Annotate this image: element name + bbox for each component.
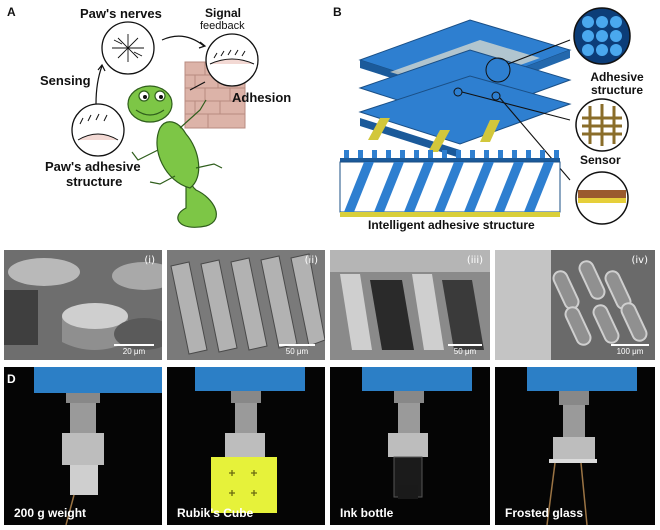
signal-label: Signal [205, 6, 242, 20]
panel-a-illustration [71, 21, 259, 228]
scale-bar-4: 100 μm [611, 344, 649, 356]
adhesive-zoom-circle [573, 7, 631, 65]
scale-label-1: 20 μm [122, 347, 146, 356]
paw-structure-label-1: Paw's adhesive [45, 159, 141, 174]
adhesion-label: Adhesion [232, 90, 292, 105]
adhesive-structure-circle [71, 103, 125, 157]
sensor-zoom-circle [575, 98, 629, 152]
scale-bar-2: 50 μm [279, 344, 315, 356]
scale-label-3: 50 μm [453, 347, 477, 356]
adhesive-structure-label-2: structure [590, 83, 643, 97]
layer-zoom-circle [575, 171, 629, 225]
scale-bar-3: 50 μm [448, 344, 482, 356]
nerves-circle [101, 21, 155, 75]
sem-image-4: (iv) 100 μm [495, 250, 655, 360]
cross-section [339, 150, 561, 217]
sem-image-4-index: (iv) [631, 255, 649, 266]
sensing-label: Sensing [40, 73, 91, 88]
photo-frosted-glass: Frosted glass [495, 367, 655, 525]
sem-image-2-index: (ii) [304, 255, 318, 266]
photo-weight: 200 g weight [4, 367, 162, 525]
cycle-arrows [95, 35, 207, 105]
sem-image-3-index: (iii) [466, 255, 483, 266]
layered-device [358, 19, 572, 158]
sem-image-2: (ii) 50 μm [167, 250, 325, 360]
paw-structure-label-2: structure [66, 174, 123, 189]
caption-ink-bottle: Ink bottle [340, 506, 394, 520]
photo-rubiks-cube: Rubik's Cube [167, 367, 325, 525]
caption-rubiks-cube: Rubik's Cube [177, 506, 254, 520]
caption-weight: 200 g weight [14, 506, 87, 520]
sem-image-1: (i) 20 μm [4, 250, 162, 360]
sem-image-3: (iii) 50 μm [330, 250, 490, 360]
scale-label-2: 50 μm [285, 347, 309, 356]
panel-b-illustration [339, 7, 631, 225]
adhesive-structure-label-1: Adhesive [590, 70, 644, 84]
scale-bar-1: 20 μm [114, 344, 154, 356]
sem-image-1-index: (i) [144, 255, 155, 266]
intelligent-structure-label: Intelligent adhesive structure [368, 218, 535, 232]
gecko-illustration [127, 85, 223, 228]
sensor-label: Sensor [580, 153, 621, 167]
nerves-label: Paw's nerves [80, 6, 162, 21]
scale-label-4: 100 μm [616, 347, 644, 356]
caption-frosted-glass: Frosted glass [505, 506, 584, 520]
photo-ink-bottle: Ink bottle [330, 367, 490, 525]
panel-b-letter: B [333, 5, 342, 19]
feedback-circle [205, 33, 259, 87]
feedback-label: feedback [200, 20, 245, 32]
panel-d-letter: D [7, 372, 16, 386]
panel-a-letter: A [7, 5, 16, 19]
